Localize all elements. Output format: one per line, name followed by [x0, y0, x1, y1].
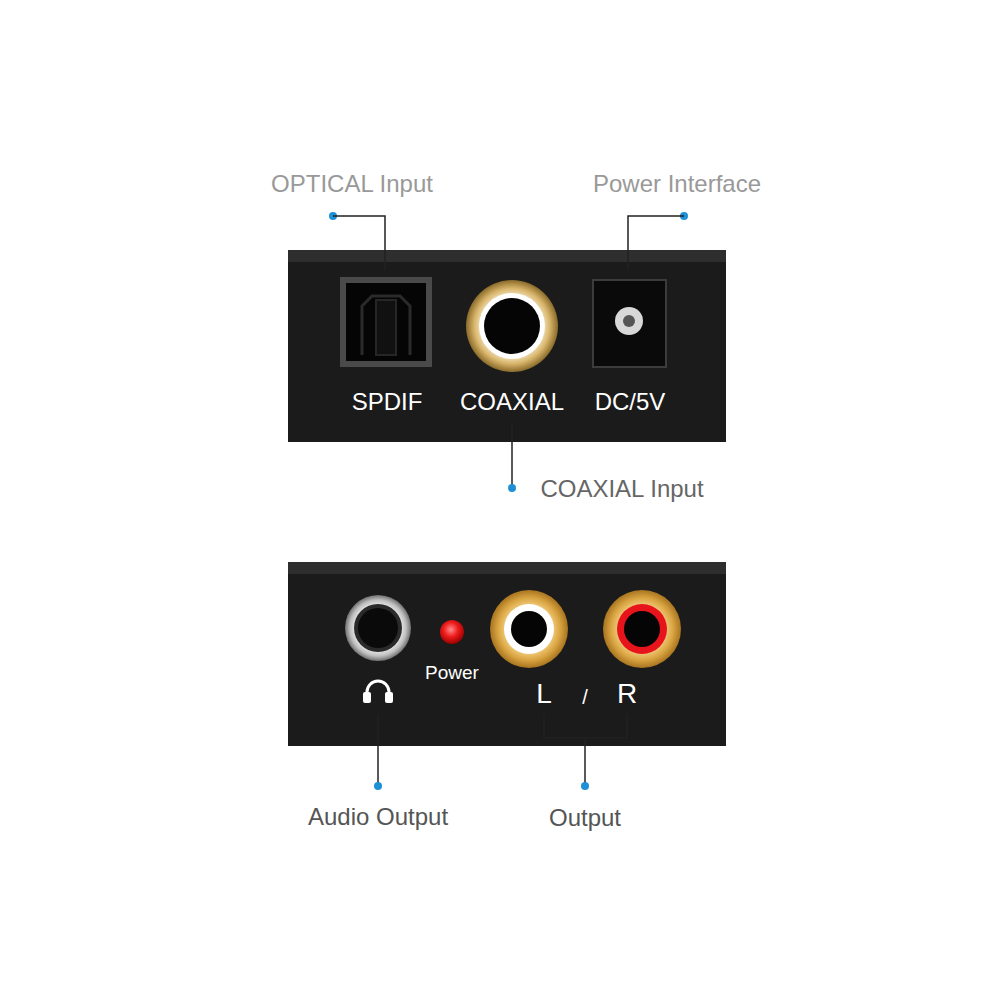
device-panel: SPDIF COAXIAL DC/5V	[288, 250, 726, 442]
rca-left-insulator	[504, 604, 554, 654]
dc-jack	[593, 280, 666, 367]
device-panel: PowerL / R	[288, 562, 726, 746]
bracket	[544, 714, 627, 738]
headphone-symbol	[385, 692, 393, 703]
port-label: R	[617, 679, 637, 710]
optical-port-frame	[340, 277, 432, 367]
port-label: SPDIF	[352, 389, 423, 415]
rca-left-ring	[490, 590, 568, 668]
port-label: L	[536, 679, 552, 710]
rca-right-hole	[624, 611, 660, 647]
housing-panel	[288, 562, 726, 746]
rca-right-ring	[603, 590, 681, 668]
dc-jack-pin-ring	[615, 307, 643, 335]
callout-label: Power Interface	[593, 171, 761, 197]
callout-label: Output	[549, 805, 621, 831]
port-label: DC/5V	[595, 389, 666, 415]
headphone-jack-ring	[345, 595, 411, 661]
power-led	[440, 620, 464, 644]
leader-dot	[374, 782, 382, 790]
callout-label: Audio Output	[308, 804, 448, 830]
headphone-symbol	[363, 692, 371, 703]
coaxial-ring	[466, 280, 558, 372]
leader-line	[584, 738, 586, 786]
rca-left-hole	[511, 611, 547, 647]
dc-jack-pin	[623, 315, 635, 327]
port-label: /	[582, 686, 588, 708]
coaxial-port	[484, 298, 540, 354]
rca-right-insulator	[617, 604, 667, 654]
coaxial-ring-inner	[479, 293, 545, 359]
leader-line	[511, 422, 513, 488]
headphone-jack-hole	[358, 608, 398, 648]
optical-port	[346, 283, 426, 361]
leader-dot	[581, 782, 589, 790]
port-label: COAXIAL	[460, 389, 564, 415]
leader-line	[628, 216, 684, 270]
leader-dot	[508, 484, 516, 492]
housing-panel	[288, 250, 726, 442]
headphone-jack	[354, 604, 402, 652]
callout-label: OPTICAL Input	[271, 171, 433, 197]
port-label: Power	[425, 663, 479, 684]
leader-line	[377, 714, 379, 786]
housing-edge	[288, 250, 726, 262]
callout-label: COAXIAL Input	[540, 476, 703, 502]
leader-line	[333, 216, 385, 270]
optical-shutter-flap	[376, 300, 396, 355]
housing-edge	[288, 562, 726, 574]
optical-shutter	[362, 296, 410, 355]
